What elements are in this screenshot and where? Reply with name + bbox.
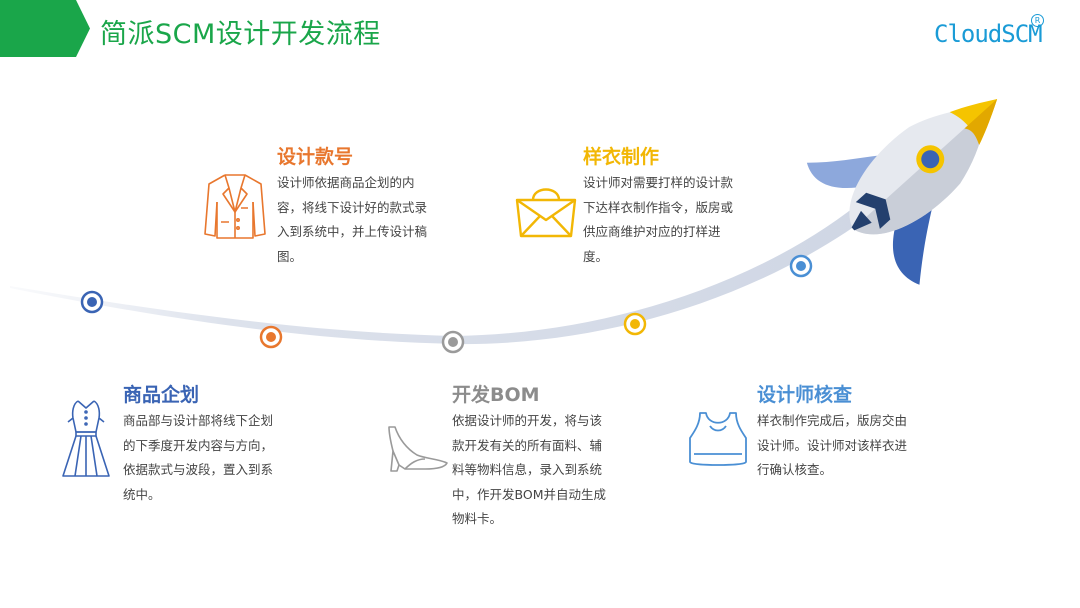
header-tab <box>0 0 90 57</box>
step-1-title: 商品企划 <box>123 384 200 406</box>
rocket-icon <box>806 99 998 285</box>
trajectory-trail <box>10 196 880 345</box>
step-4-title: 样衣制作 <box>583 146 660 168</box>
jacket-icon <box>204 174 266 239</box>
high-heel-icon <box>388 426 448 472</box>
milestone-marker-4 <box>623 312 647 336</box>
step-4-description: 设计师对需要打样的设计款下达样衣制作指令，版房或供应商维护对应的打样进度。 <box>583 175 734 264</box>
milestone-marker-5 <box>789 254 813 278</box>
step-1-description: 商品部与设计部将线下企划的下季度开发内容与方向，依据款式与波段，置入到系统中。 <box>123 413 274 502</box>
step-5-title: 设计师核查 <box>757 384 853 406</box>
step-5-description: 样衣制作完成后，版房交由设计师。设计师对该样衣进行确认核查。 <box>757 413 908 477</box>
milestone-marker-1 <box>80 290 104 314</box>
step-3-description: 依据设计师的开发，将与该款开发有关的所有面料、辅料等物料信息，录入到系统中，作开… <box>452 413 606 526</box>
slide-title: 简派SCM设计开发流程 <box>100 19 381 50</box>
dress-icon <box>62 400 110 477</box>
step-2-description: 设计师依据商品企划的内容，将线下设计好的款式录入到系统中，并上传设计稿图。 <box>277 175 428 264</box>
registered-mark: R <box>1031 14 1044 27</box>
step-3-title: 开发BOM <box>452 384 540 406</box>
handbag-icon <box>515 188 577 238</box>
milestone-marker-2 <box>259 325 283 349</box>
brand-logo: CloudSCM <box>934 20 1043 48</box>
milestone-marker-3 <box>441 330 465 354</box>
tank-top-icon <box>689 412 747 466</box>
step-2-title: 设计款号 <box>277 146 354 168</box>
